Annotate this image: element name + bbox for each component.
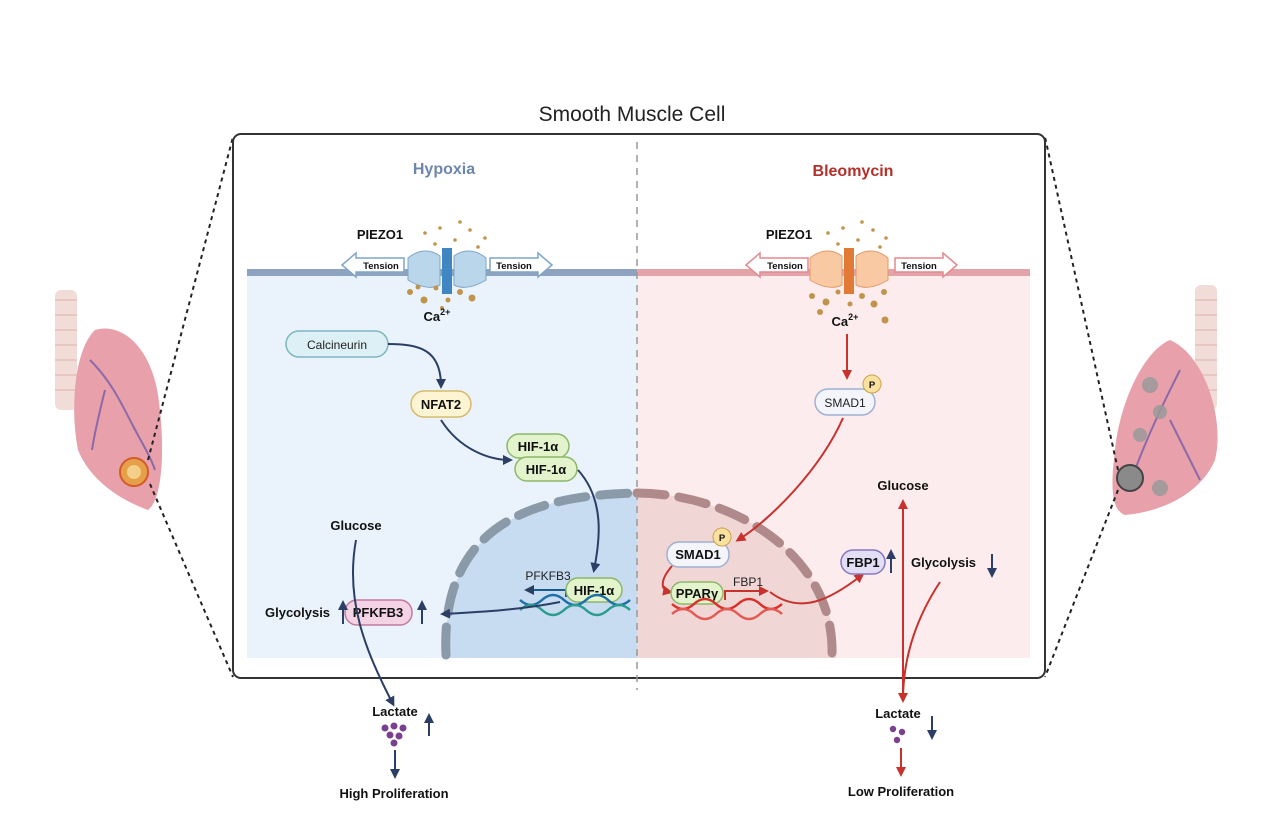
- arrow-hif1a-nucleus: [577, 469, 601, 573]
- arrow-calcineurin-nfat2: [387, 343, 446, 389]
- smad1-node-nucleus: [666, 541, 730, 568]
- ca-ions-left: [407, 220, 487, 310]
- piezo1-label-left: PIEZO1: [357, 227, 403, 242]
- phospho-badge-nucleus: [712, 527, 732, 547]
- fbp1-transcription-arrow: [724, 586, 769, 600]
- calcineurin-label: Calcineurin: [307, 338, 367, 352]
- hif1a-label-top: HIF-1α: [518, 439, 559, 454]
- nucleus-right: [637, 493, 836, 658]
- arrow-fbp1-protein: [769, 573, 865, 605]
- arrow-nfat2-hif1a: [440, 419, 513, 465]
- lactate-molecules-right-icon: [889, 725, 906, 744]
- phospho-label-nucleus: P: [719, 533, 726, 544]
- arrow-glycolysis-lactate-right: [898, 581, 941, 703]
- lactate-label-left: Lactate: [372, 704, 418, 719]
- glycolysis-label-right: Glycolysis: [911, 555, 976, 570]
- smad1-label-nucleus: SMAD1: [675, 547, 721, 562]
- piezo1-channel-right-icon: [809, 248, 889, 294]
- svg-text:Tension: Tension: [767, 261, 803, 272]
- hif1a-label-bottom: HIF-1α: [526, 462, 567, 477]
- tension-arrow-left-a: Tension: [340, 251, 405, 279]
- hif1a-label-nucleus: HIF-1α: [574, 583, 615, 598]
- dna-right-icon: [671, 597, 783, 621]
- hif1a-node-nucleus: [565, 577, 623, 603]
- arrow-pfkfb3-protein: [440, 601, 561, 619]
- outcome-label-left: High Proliferation: [339, 786, 448, 801]
- piezo1-label-right: PIEZO1: [766, 227, 812, 242]
- lactate-molecules-left-icon: [381, 722, 407, 747]
- calcium-label-right: Ca2+: [832, 312, 859, 329]
- glucose-label-right: Glucose: [877, 478, 928, 493]
- fbp1-label: FBP1: [846, 555, 879, 570]
- arrow-smad1-pparg: [661, 565, 673, 596]
- svg-text:Tension: Tension: [901, 261, 937, 272]
- nuclear-envelope-right: [632, 488, 837, 660]
- cell-frame: [232, 133, 1046, 679]
- smad1-label: SMAD1: [824, 396, 866, 410]
- arrow-glucose-lactate-left: [351, 539, 395, 707]
- phospho-label-cyto: P: [869, 380, 876, 391]
- nfat2-label: NFAT2: [421, 397, 461, 412]
- svg-text:Tension: Tension: [363, 261, 399, 272]
- tension-arrow-left-b: Tension: [489, 251, 554, 279]
- pfkfb3-label: PFKFB3: [353, 605, 404, 620]
- arrow-smad1-nucleus: [735, 417, 844, 542]
- nuclear-envelope-left: [441, 488, 642, 660]
- hif1a-node-bottom: [514, 456, 578, 482]
- right-lung-illustration: [1112, 285, 1218, 515]
- zoom-connectors: [147, 136, 1119, 678]
- pparg-node: [670, 581, 724, 605]
- tension-arrow-right-a: Tension: [744, 251, 809, 279]
- hypoxia-header: Hypoxia: [413, 161, 475, 178]
- pfkfb3-node: [344, 599, 413, 626]
- left-lung-illustration: [55, 290, 163, 510]
- outcome-label-right: Low Proliferation: [848, 784, 954, 799]
- svg-text:Tension: Tension: [496, 261, 532, 272]
- piezo1-channel-left-icon: [407, 248, 487, 294]
- bleomycin-header: Bleomycin: [813, 163, 894, 180]
- glycolysis-label-left: Glycolysis: [265, 605, 330, 620]
- nfat2-node: [410, 390, 472, 418]
- dna-left-icon: [519, 593, 631, 617]
- fbp1-gene-label: FBP1: [733, 575, 763, 589]
- glucose-label-left: Glucose: [330, 518, 381, 533]
- pfkfb3-gene-label: PFKFB3: [525, 569, 571, 583]
- phospho-badge-cyto: [862, 374, 882, 394]
- calcium-label-left: Ca2+: [424, 307, 451, 324]
- diagram-title: Smooth Muscle Cell: [539, 103, 726, 126]
- tension-arrow-right-b: Tension: [894, 251, 959, 279]
- ca-ions-right: [809, 220, 889, 324]
- lactate-label-right: Lactate: [875, 706, 921, 721]
- fbp1-node: [840, 549, 886, 575]
- pparg-label: PPARγ: [676, 586, 719, 601]
- smad1-node: [814, 388, 876, 416]
